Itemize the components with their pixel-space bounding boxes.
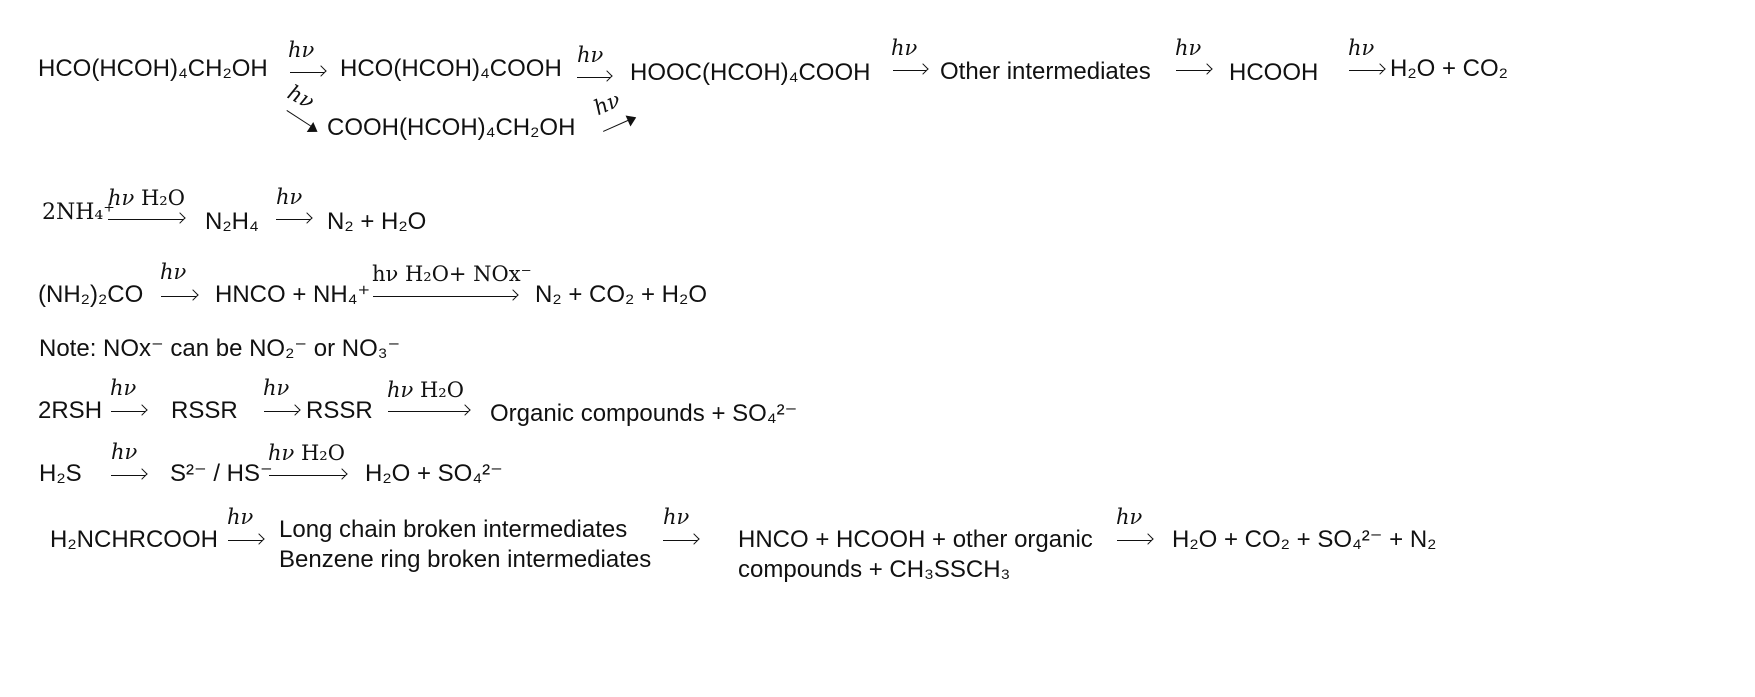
r5-label-3: hν H₂O: [387, 380, 464, 401]
r1-branch-arrow-down: [286, 110, 313, 128]
r2-ammonium: 2NH₄⁺: [42, 200, 115, 225]
r1-arrow-3: [893, 70, 926, 71]
r7-arrow-2: [663, 540, 697, 541]
r7-benzene-ring: Benzene ring broken intermediates: [279, 546, 652, 573]
r5-disulfide-2: RSSR: [306, 397, 373, 424]
r6-label-2-hv: hν: [268, 441, 295, 465]
r7-amino-acid: H₂NCHRCOOH: [50, 526, 218, 553]
r5-label-2: hν: [263, 376, 290, 400]
r5-label-3-hv: hν: [387, 378, 414, 402]
r6-label-2: hν H₂O: [268, 443, 345, 464]
r1-branch-glucuronic: COOH(HCOH)₄CH₂OH: [327, 114, 576, 141]
r1-arrow-5: [1349, 70, 1383, 71]
r1-glucose: HCO(HCOH)₄CH₂OH: [38, 55, 268, 82]
r1-label-1: hν: [288, 38, 315, 62]
r7-final-products: H₂O + CO₂ + SO₄²⁻ + N₂: [1172, 526, 1437, 553]
r1-arrow-1: [290, 72, 324, 73]
r2-hydrazine: N₂H₄: [205, 208, 259, 235]
r1-final-products: H₂O + CO₂: [1390, 55, 1508, 82]
r7-arrow-3: [1117, 540, 1151, 541]
r6-label-1: hν: [111, 440, 138, 464]
r3-arrow-1: [161, 296, 196, 297]
r7-label-1: hν: [227, 505, 254, 529]
r5-arrow-1: [111, 411, 145, 412]
r7-arrow-1: [228, 540, 262, 541]
r4-note: Note: NOx⁻ can be NO₂⁻ or NO₃⁻: [39, 335, 401, 362]
r3-label-2: hν H₂O+ NOx⁻: [372, 262, 532, 286]
r1-branch-label-up: hν: [590, 87, 624, 121]
r2-label-1-water: H₂O: [140, 186, 185, 210]
r3-products: N₂ + CO₂ + H₂O: [535, 281, 707, 308]
r5-label-3-water: H₂O: [419, 378, 464, 402]
r5-disulfide-1: RSSR: [171, 397, 238, 424]
r5-thiol: 2RSH: [38, 397, 103, 424]
r7-label-2: hν: [663, 505, 690, 529]
r2-label-1: hν H₂O: [108, 188, 185, 209]
r6-label-2-water: H₂O: [300, 441, 345, 465]
r2-label-2: hν: [276, 185, 303, 209]
r1-branch-arrow-up: [603, 118, 631, 132]
r7-intermediates-line-2: compounds + CH₃SSCH₃: [738, 556, 1011, 583]
r1-glucaric: HOOC(HCOH)₄COOH: [630, 59, 871, 86]
r3-label-1: hν: [160, 260, 187, 284]
r6-sulfide-ions: S²⁻ / HS⁻: [170, 460, 273, 487]
r5-arrow-3: [388, 411, 468, 412]
r7-intermediates-line-1: HNCO + HCOOH + other organic: [738, 526, 1093, 553]
r7-label-3: hν: [1116, 505, 1143, 529]
r1-label-2: hν: [577, 43, 604, 67]
r2-label-1-hv: hν: [108, 186, 135, 210]
r1-label-4: hν: [1175, 36, 1202, 60]
r5-arrow-2: [264, 411, 298, 412]
r6-h2s: H₂S: [39, 460, 82, 487]
r5-products: Organic compounds + SO₄²⁻: [490, 400, 798, 427]
r2-arrow-1: [108, 219, 183, 220]
r3-arrow-2: [373, 296, 516, 297]
r3-urea: (NH₂)₂CO: [38, 281, 144, 308]
r1-arrow-4: [1176, 70, 1210, 71]
r6-arrow-1: [111, 475, 145, 476]
r6-arrow-2: [269, 475, 345, 476]
r1-arrow-2: [577, 77, 610, 78]
r1-label-5: hν: [1348, 36, 1375, 60]
r2-arrow-2: [276, 219, 310, 220]
r3-intermediates: HNCO + NH₄⁺: [215, 281, 371, 308]
r6-products: H₂O + SO₄²⁻: [365, 460, 503, 487]
r2-products: N₂ + H₂O: [327, 208, 427, 235]
r1-branch-arrow-up-head: [625, 111, 639, 127]
r1-other-intermediates: Other intermediates: [940, 58, 1151, 85]
r1-formic-acid: HCOOH: [1229, 59, 1319, 86]
r1-gluconic: HCO(HCOH)₄COOH: [340, 55, 562, 82]
r7-long-chain: Long chain broken intermediates: [279, 516, 628, 543]
r5-label-1: hν: [110, 376, 137, 400]
r1-label-3: hν: [891, 36, 918, 60]
r1-branch-label-down: hν: [283, 80, 319, 114]
